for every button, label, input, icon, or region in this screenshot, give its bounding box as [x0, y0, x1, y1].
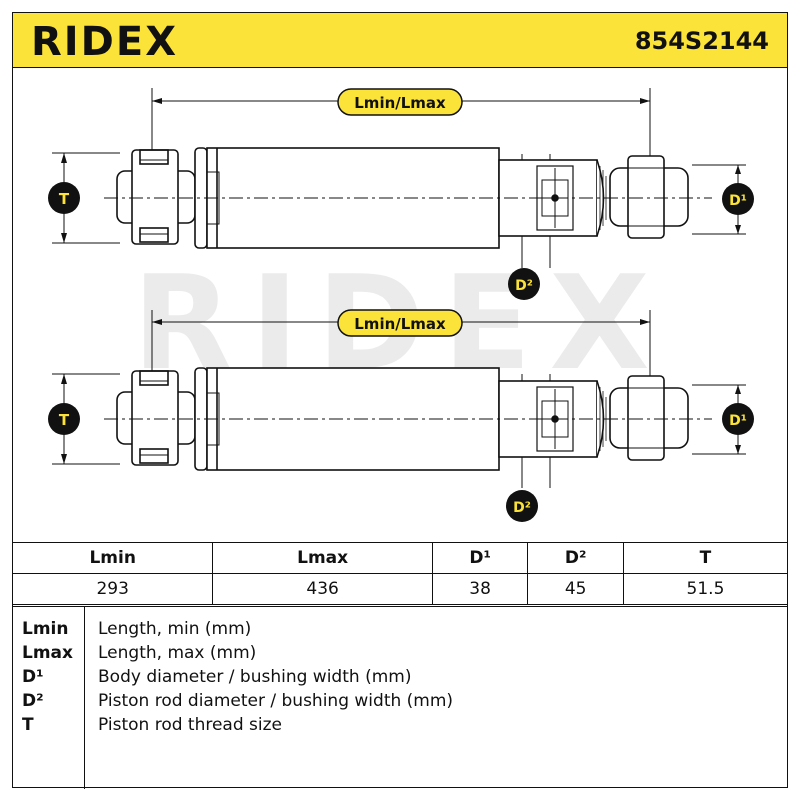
spec-value-d2: 45 [527, 573, 624, 605]
spec-table: Lmin Lmax D¹ D² T 293 436 38 45 51.5 [11, 542, 789, 605]
spec-header-row: Lmin Lmax D¹ D² T [11, 542, 789, 574]
legend-divider [84, 607, 85, 789]
spec-value-lmin: 293 [11, 573, 214, 605]
marker-d2-top: D² [508, 268, 540, 300]
svg-text:Lmin/Lmax: Lmin/Lmax [354, 315, 446, 333]
brand-logo: RIDEX [31, 19, 179, 65]
part-number: 854S2144 [634, 27, 769, 55]
spec-value-t: 51.5 [622, 573, 789, 605]
length-label-bottom: Lmin/Lmax [337, 309, 463, 337]
shock-absorber-top [52, 88, 746, 268]
spec-header-lmin: Lmin [11, 542, 214, 574]
shock-absorber-bottom [52, 310, 746, 488]
svg-text:D¹: D¹ [729, 193, 747, 209]
spec-header-d1: D¹ [431, 542, 529, 574]
marker-t-top: T [48, 182, 80, 214]
svg-text:T: T [59, 190, 70, 208]
spec-header-t: T [622, 542, 789, 574]
marker-d2-bottom: D² [506, 490, 538, 522]
spec-header-d2: D² [527, 542, 624, 574]
svg-text:Lmin/Lmax: Lmin/Lmax [354, 94, 446, 112]
shock-absorber-diagram: RIDEX [48, 88, 754, 522]
marker-t-bottom: T [48, 403, 80, 435]
header-bar: RIDEX 854S2144 [12, 12, 788, 68]
spec-value-d1: 38 [431, 573, 529, 605]
svg-text:D¹: D¹ [729, 413, 747, 429]
spec-value-lmax: 436 [212, 573, 433, 605]
legend: Lmin Length, min (mm) Lmax Length, max (… [12, 606, 788, 789]
svg-text:T: T [59, 411, 70, 429]
spec-value-row: 293 436 38 45 51.5 [11, 573, 789, 605]
spec-header-lmax: Lmax [212, 542, 433, 574]
marker-d1-bottom: D¹ [722, 403, 754, 435]
marker-d1-top: D¹ [722, 183, 754, 215]
length-label-top: Lmin/Lmax [337, 88, 463, 116]
svg-text:D²: D² [513, 500, 531, 516]
svg-text:D²: D² [515, 278, 533, 294]
